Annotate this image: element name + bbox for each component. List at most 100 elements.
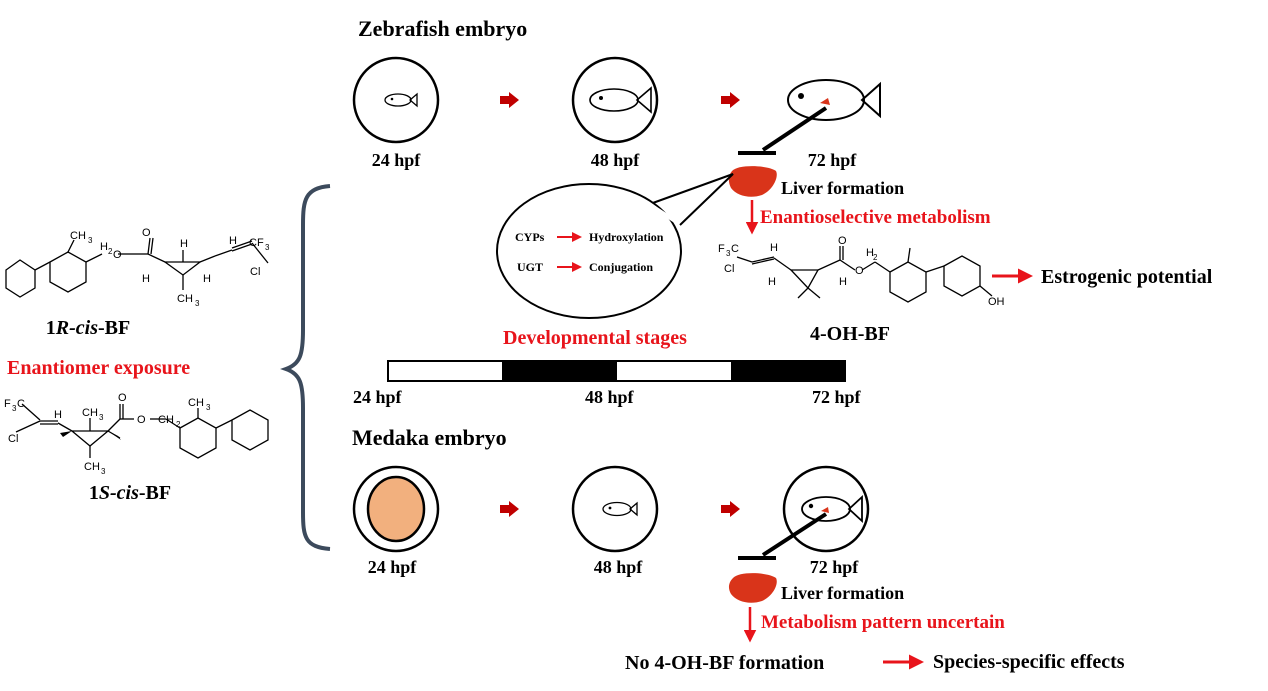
svg-text:O: O [855, 265, 864, 277]
estrogenic-potential-label: Estrogenic potential [1041, 266, 1213, 288]
fish-icon [801, 494, 863, 524]
metabolite-label: 4-OH-BF [810, 323, 890, 345]
svg-text:H: H [100, 241, 108, 253]
metabolism-uncertain-label: Metabolism pattern uncertain [761, 612, 1005, 633]
metabolism-bubble: CYPs Hydroxylation UGT Conjugation [496, 173, 734, 319]
stage-label: 48 hpf [594, 557, 644, 577]
liver-formation-label: Liver formation [781, 583, 904, 603]
svg-text:C: C [731, 243, 739, 255]
svg-text:H: H [768, 276, 776, 288]
inhibition-line [761, 106, 828, 152]
species-specific-label: Species-specific effects [933, 651, 1125, 673]
svg-text:F: F [4, 398, 11, 410]
svg-text:H: H [180, 238, 188, 250]
svg-text:H: H [142, 273, 150, 285]
svg-text:H: H [839, 276, 847, 288]
medaka-stage-48: 48 hpf [571, 465, 659, 577]
svg-text:CH: CH [158, 414, 174, 426]
svg-text:3: 3 [206, 403, 211, 412]
svg-text:Cl: Cl [724, 263, 734, 275]
embryo-circle [571, 56, 659, 144]
metabolism-label: Enantioselective metabolism [760, 207, 991, 228]
stage-label: 48 hpf [591, 150, 641, 170]
svg-text:F: F [718, 243, 725, 255]
timeline-tick: 48 hpf [585, 387, 635, 407]
fish-icon [589, 86, 652, 114]
svg-text:Cl: Cl [8, 433, 18, 445]
structure-1s-cis-bf-labels: F 3 C Cl H CH 3 CH 3 O O CH 2 CH 3 [4, 392, 211, 476]
stage-label: 24 hpf [368, 557, 418, 577]
liver-icon [728, 573, 777, 603]
svg-text:3: 3 [195, 299, 200, 308]
arrow-right-icon [500, 501, 519, 517]
embryo-circle [571, 465, 659, 553]
enantiomer-r-label: 1R-cis-BF [46, 317, 130, 339]
svg-text:CH: CH [177, 293, 193, 305]
fish-icon [787, 79, 881, 121]
yolk-icon [366, 475, 426, 543]
svg-text:3: 3 [101, 467, 106, 476]
svg-text:H: H [203, 273, 211, 285]
svg-text:CH: CH [188, 397, 204, 409]
arrow-right-icon [721, 501, 740, 517]
zebrafish-title: Zebrafish embryo [358, 16, 527, 41]
enantiomer-s-label: 1S-cis-BF [89, 482, 171, 504]
timeline-bar [387, 360, 846, 382]
svg-text:O: O [113, 249, 122, 261]
bubble-enzyme-ugt: UGT [517, 260, 543, 274]
svg-text:O: O [142, 227, 151, 239]
svg-text:O: O [118, 392, 127, 404]
structure-4-oh-bf [736, 246, 993, 303]
svg-text:CH: CH [70, 230, 86, 242]
svg-text:CF: CF [249, 237, 264, 249]
svg-text:3: 3 [726, 249, 731, 258]
stage-label: 72 hpf [808, 150, 858, 170]
svg-text:3: 3 [99, 413, 104, 422]
svg-text:H: H [54, 409, 62, 421]
svg-text:3: 3 [88, 236, 93, 245]
stage-label: 24 hpf [372, 150, 422, 170]
stage-label: 72 hpf [810, 557, 860, 577]
timeline-tick: 24 hpf [353, 387, 403, 407]
arrow-right-icon [721, 92, 740, 108]
enantiomer-exposure-label: Enantiomer exposure [7, 357, 190, 379]
fish-icon [602, 501, 638, 517]
inhibition-line [761, 512, 828, 557]
medaka-stage-72: 72 hpf [738, 465, 870, 577]
svg-text:O: O [137, 414, 146, 426]
zebrafish-stage-48: 48 hpf [571, 56, 659, 170]
svg-text:2: 2 [176, 420, 181, 429]
svg-text:2: 2 [108, 247, 113, 256]
svg-text:3: 3 [12, 404, 17, 413]
liver-formation-label: Liver formation [781, 178, 904, 198]
zebrafish-stage-72: 72 hpf [738, 79, 881, 170]
arrow-right-icon [500, 92, 519, 108]
bubble-enzyme-cyps: CYPs [515, 230, 545, 244]
timeline-tick: 72 hpf [812, 387, 862, 407]
structure-4-oh-bf-labels: F 3 C Cl H H O O H H 2 OH [718, 235, 1005, 308]
svg-text:H: H [770, 242, 778, 254]
svg-text:OH: OH [988, 296, 1005, 308]
bubble-reaction-conjugation: Conjugation [589, 260, 653, 274]
bracket [280, 184, 331, 551]
svg-text:Cl: Cl [250, 266, 260, 278]
no-formation-label: No 4-OH-BF formation [625, 652, 824, 674]
structure-1r-cis-bf-labels: CH 3 H 2 O O H H CH 3 H H CF 3 Cl [70, 227, 270, 308]
bubble-reaction-hydroxylation: Hydroxylation [589, 230, 664, 244]
structure-1r-cis-bf [5, 237, 269, 298]
fish-icon [384, 92, 418, 108]
svg-text:H: H [229, 235, 237, 247]
timeline-title: Developmental stages [503, 327, 687, 349]
zebrafish-stage-24: 24 hpf [352, 56, 440, 170]
svg-text:CH: CH [84, 461, 100, 473]
structure-1s-cis-bf [15, 403, 269, 459]
medaka-stage-24: 24 hpf [352, 465, 440, 577]
medaka-title: Medaka embryo [352, 425, 507, 450]
liver-icon [728, 166, 777, 197]
svg-text:3: 3 [265, 243, 270, 252]
embryo-circle [352, 56, 440, 144]
svg-text:2: 2 [873, 253, 878, 262]
svg-text:CH: CH [82, 407, 98, 419]
svg-text:C: C [17, 398, 25, 410]
